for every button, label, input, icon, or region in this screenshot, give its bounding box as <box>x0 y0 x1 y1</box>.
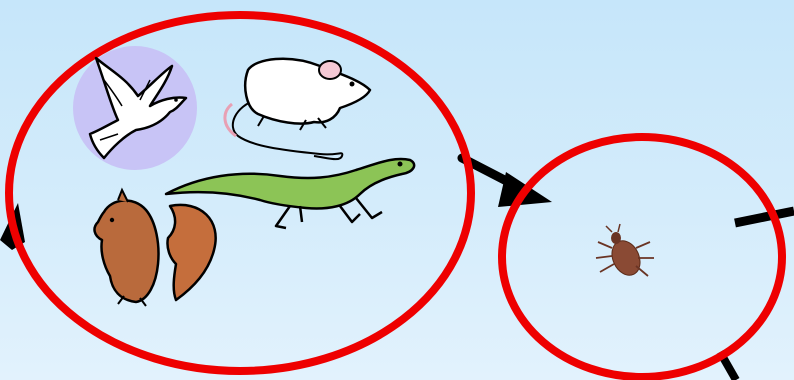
vector-ring <box>502 137 782 377</box>
tick-icon <box>596 224 654 280</box>
dove-icon <box>73 46 197 170</box>
squirrel-icon <box>95 190 216 306</box>
mouse-icon <box>225 59 370 159</box>
arrow-vector-to-right <box>735 211 794 223</box>
arrow-hosts-to-vector <box>462 158 552 207</box>
